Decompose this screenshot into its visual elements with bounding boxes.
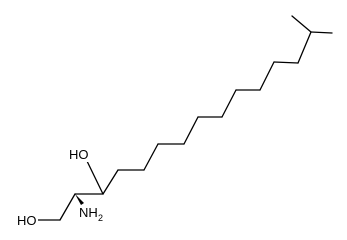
bond-chain-11 [102,169,119,195]
amine-subscript: 2 [98,213,103,223]
bond-methyl-a [291,15,312,33]
bond-chain-01 [297,31,312,64]
bond-c1-c2 [59,193,76,221]
bond-chain-07 [183,116,199,145]
hydroxyl-label-bottom: HO [17,213,37,228]
stereo-wedge-bond [75,194,84,205]
bond-to-oh-top [85,158,104,195]
atom-labels: HO HO NH 2 [16,146,103,228]
bond-chain-02 [273,61,299,64]
hydroxyl-label-top: HO [69,147,89,162]
bond-chain-03 [259,61,275,91]
bond-chain-05 [221,89,237,118]
amine-label: NH [79,205,98,220]
bond-methyl-b [310,31,333,34]
bond-chain-09 [143,143,159,171]
carbon-chain [35,15,333,221]
